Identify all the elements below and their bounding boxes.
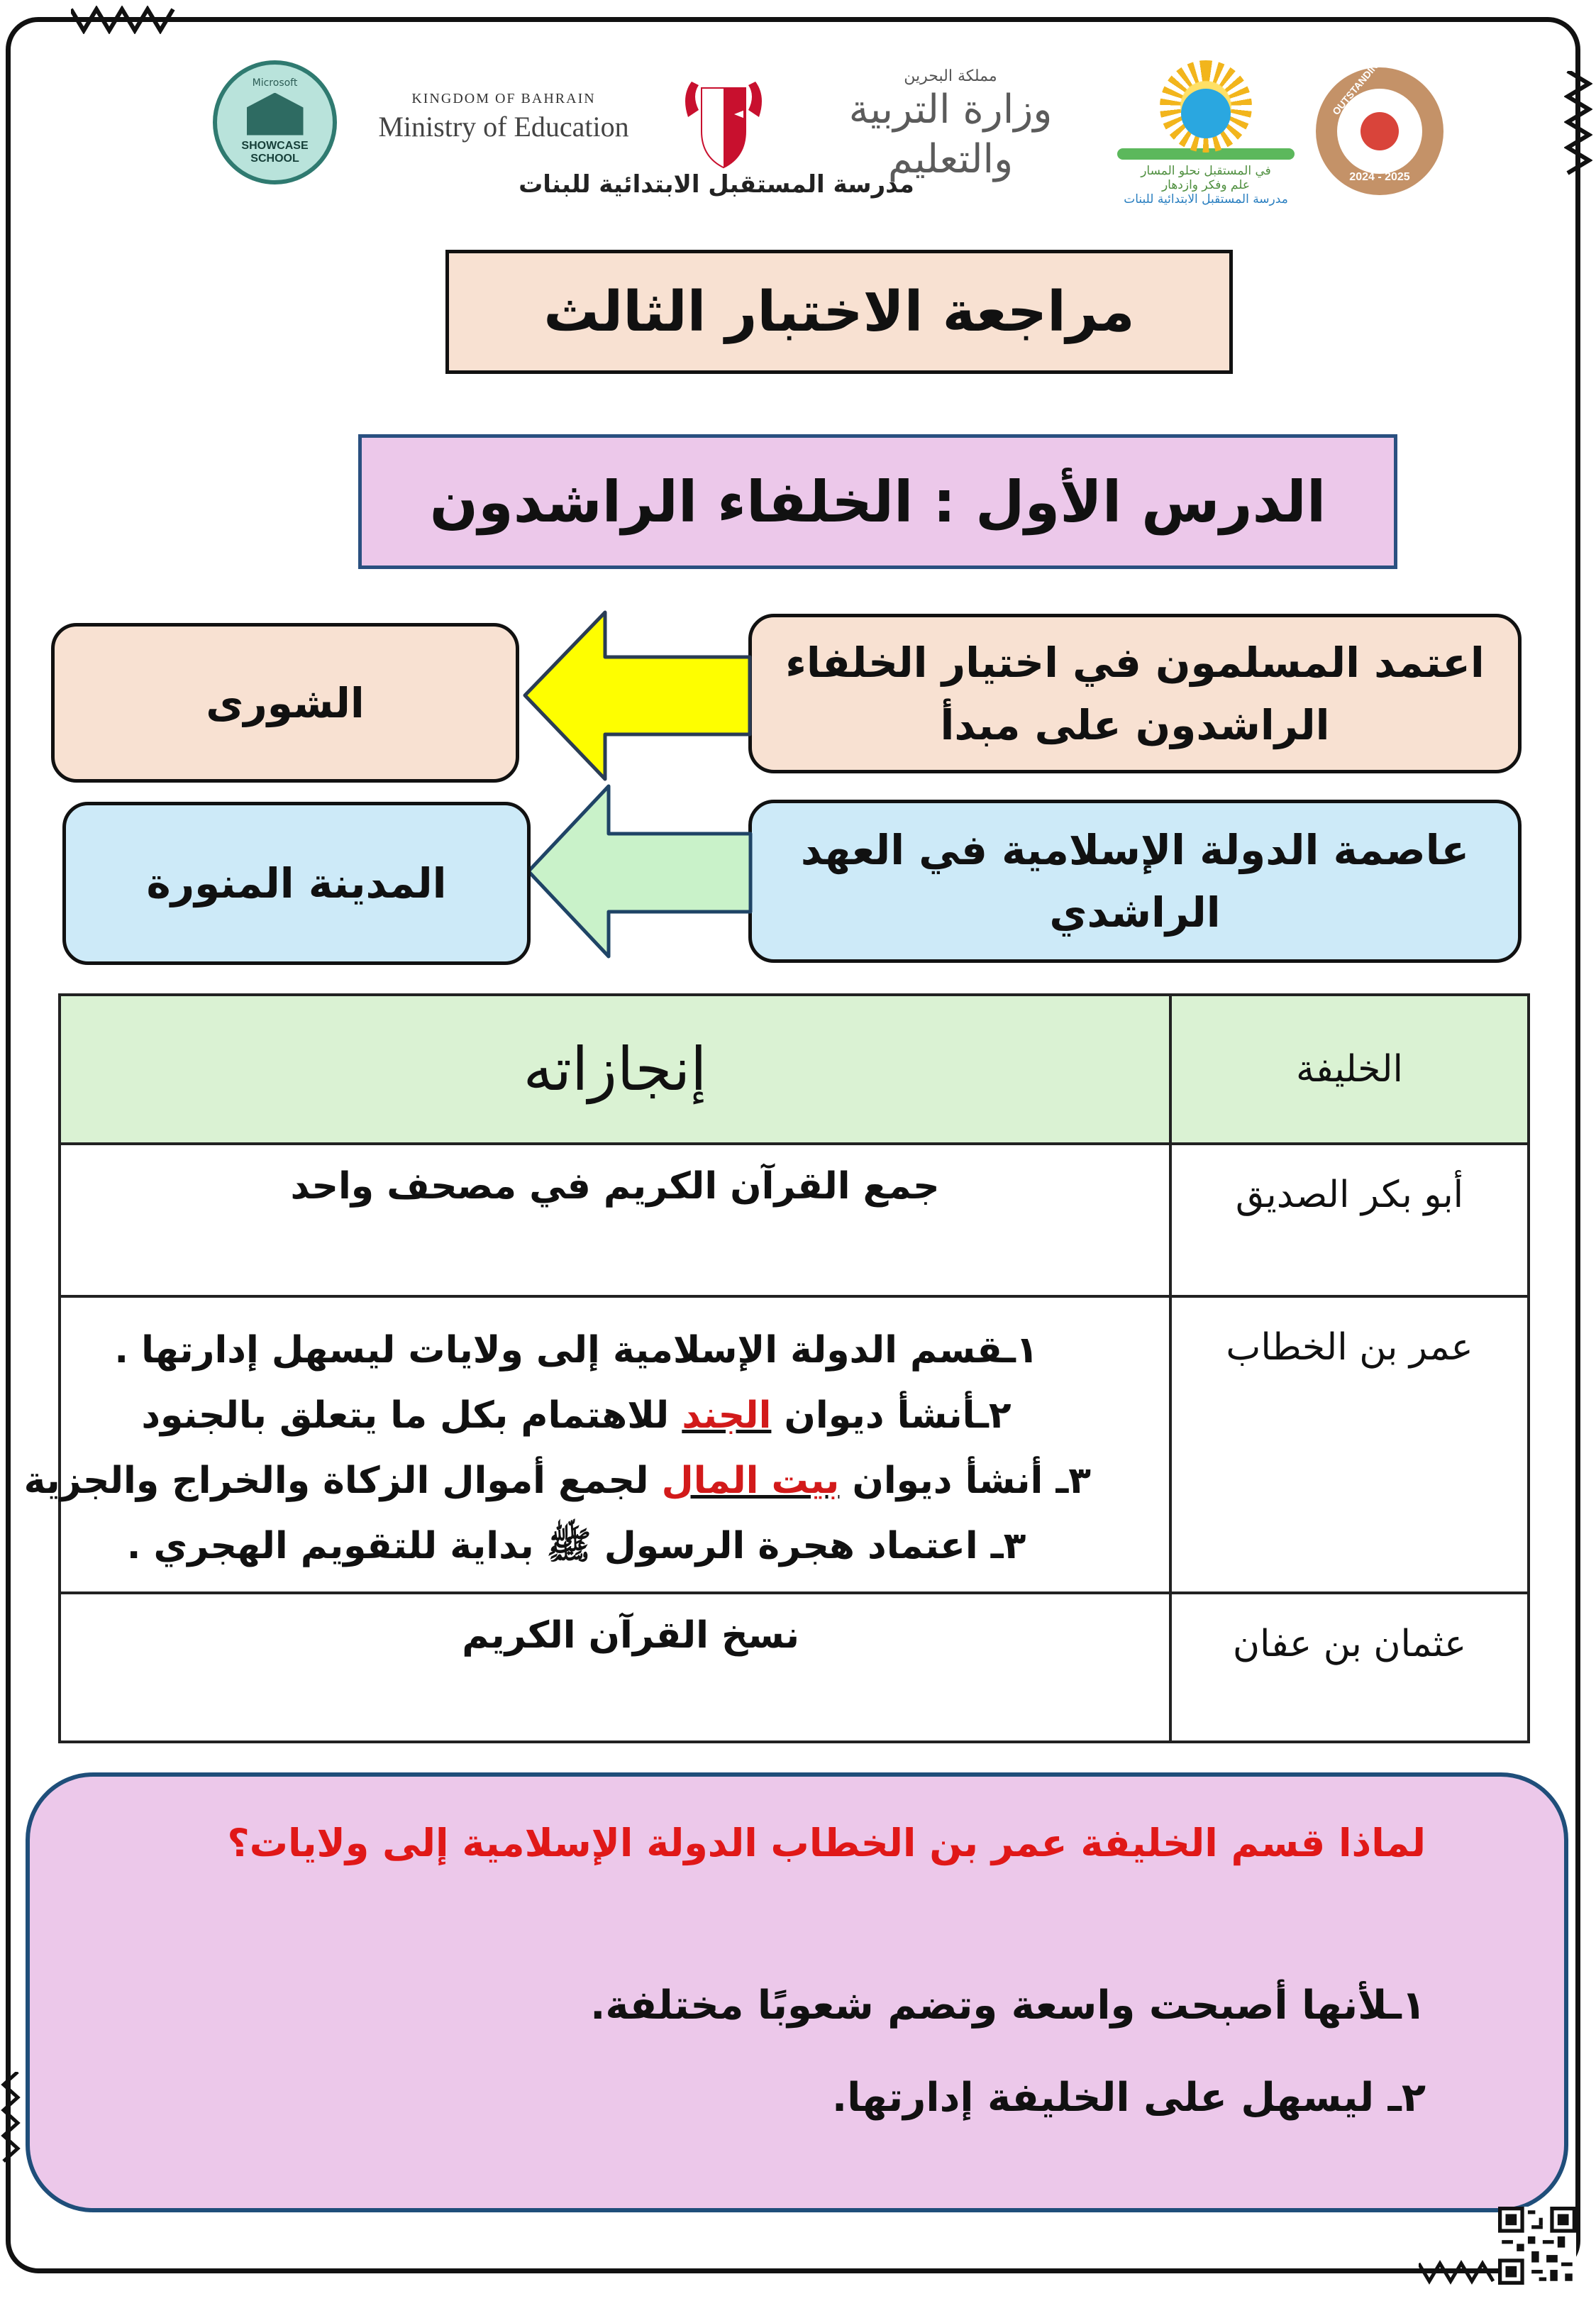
future-school-logo: في المستقبل نحلو المسار علم وفكر وازدهار… (1103, 60, 1309, 206)
zigzag-decoration-bottom-right (1419, 2260, 1495, 2285)
table-header-row: الخليفة إنجازاته (58, 993, 1530, 1145)
zigzag-decoration-left (1, 2072, 21, 2163)
concept-answer-2: المدينة المنورة (62, 802, 531, 965)
page-title: مراجعة الاختبار الثالث (445, 250, 1233, 374)
table-row: عمر بن الخطاب ١ـقسم الدولة الإسلامية إلى… (23, 1295, 1530, 1594)
highlight-term: بيت المال (661, 1460, 840, 1502)
achievement-text: نسخ القرآن الكريم (58, 1591, 1172, 1743)
achievement-item: ٣ـ أنشأ ديوان بيت المال لجمع أموال الزكا… (23, 1460, 1091, 1502)
kingdom-arabic-label: مملكة البحرين (904, 67, 997, 85)
table-row: عثمان بن عفان نسخ القرآن الكريم (58, 1591, 1530, 1743)
future-logo-line1: في المستقبل نحلو المسار (1141, 164, 1271, 178)
header-achievements: إنجازاته (58, 993, 1172, 1145)
outstanding-seal: OUTSTANDING 2024 - 2025 (1316, 55, 1443, 195)
future-logo-school: مدرسة المستقبل الابتدائية للبنات (1124, 192, 1288, 206)
question-box: لماذا قسم الخليفة عمر بن الخطاب الدولة ا… (26, 1772, 1568, 2212)
outstanding-years: 2024 - 2025 (1349, 171, 1410, 183)
zigzag-decoration-right (1564, 71, 1592, 175)
showcase-brand: Microsoft (252, 77, 298, 89)
page-frame (6, 17, 1580, 2273)
answer-1: ١ـلأنها أصبحت واسعة وتضم شعوبًا مختلفة. (590, 1982, 1426, 2029)
school-name: مدرسة المستقبل الابتدائية للبنات (519, 170, 914, 199)
achievement-text: جمع القرآن الكريم في مصحف واحد (58, 1142, 1172, 1298)
table-row: أبو بكر الصديق جمع القرآن الكريم في مصحف… (58, 1142, 1530, 1298)
ministry-arabic-logo: مملكة البحرين وزارة التربية والتعليم (794, 67, 1107, 184)
showcase-caption-line2: SCHOOL (250, 152, 299, 165)
achievement-list: ١ـقسم الدولة الإسلامية إلى ولايات ليسهل … (23, 1295, 1172, 1594)
lesson-title: الدرس الأول : الخلفاء الراشدون (358, 434, 1397, 569)
caliph-name: أبو بكر الصديق (1169, 1142, 1530, 1298)
question-text: لماذا قسم الخليفة عمر بن الخطاب الدولة ا… (227, 1821, 1426, 1865)
future-logo-line2: علم وفكر وازدهار (1161, 178, 1251, 192)
concept-answer-1: الشورى (51, 623, 519, 783)
school-building-icon (246, 92, 304, 136)
header-caliph: الخليفة (1169, 993, 1530, 1145)
achievement-item: ١ـقسم الدولة الإسلامية إلى ولايات ليسهل … (114, 1329, 1038, 1372)
bahrain-emblem-icon (685, 82, 762, 169)
caliph-name: عثمان بن عفان (1169, 1591, 1530, 1743)
showcase-caption-line1: SHOWCASE (241, 139, 309, 152)
concept-prompt-1-line1: اعتمد المسلمون في اختيار الخلفاء (785, 638, 1485, 687)
qr-code-icon[interactable] (1498, 2207, 1576, 2285)
sun-family-icon (1160, 60, 1252, 153)
zigzag-decoration-top-left (71, 6, 175, 34)
caliph-name: عمر بن الخطاب (1169, 1295, 1530, 1594)
arrow-left-icon (526, 784, 753, 959)
concept-prompt-1: اعتمد المسلمون في اختيار الخلفاء الراشدو… (748, 614, 1522, 773)
achievements-table: الخليفة إنجازاته أبو بكر الصديق جمع القر… (23, 993, 1530, 1743)
ministry-arabic-label: وزارة التربية والتعليم (848, 87, 1053, 182)
showcase-school-logo: Microsoft SHOWCASE SCHOOL (213, 60, 337, 184)
concept-prompt-2: عاصمة الدولة الإسلامية في العهد الراشدي (748, 800, 1522, 963)
concept-prompt-1-line2: الراشدون على مبدأ (940, 700, 1330, 749)
ministry-english-logo: KINGDOM OF BAHRAIN Ministry of Education (348, 91, 660, 143)
highlight-term: الجند (682, 1394, 772, 1437)
achievement-item: ٣ـ اعتماد هجرة الرسول ﷺ بداية للتقويم ال… (126, 1525, 1026, 1567)
arrow-left-icon (523, 610, 752, 781)
ministry-label: Ministry of Education (378, 111, 629, 143)
bird-emblem-icon (1361, 112, 1399, 150)
answer-2: ٢ـ ليسهل على الخليفة إدارتها. (831, 2075, 1426, 2121)
concept-prompt-2-line2: الراشدي (1049, 888, 1221, 937)
kingdom-label: KINGDOM OF BAHRAIN (411, 91, 596, 106)
achievement-item: ٢ـأنشأ ديوان الجند للاهتمام بكل ما يتعلق… (141, 1394, 1012, 1437)
concept-prompt-2-line1: عاصمة الدولة الإسلامية في العهد (800, 826, 1470, 874)
